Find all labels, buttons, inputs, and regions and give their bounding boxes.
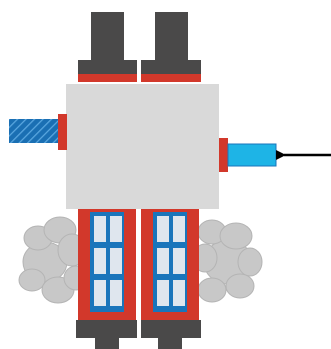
window-pane bbox=[110, 248, 122, 274]
window-pane bbox=[94, 280, 106, 306]
left-exhaust-cloud bbox=[18, 216, 89, 304]
left-port bbox=[9, 114, 67, 150]
right-window-panel bbox=[139, 207, 201, 338]
top-left-column bbox=[78, 12, 138, 82]
window-pane bbox=[94, 216, 106, 242]
column-divider bbox=[137, 55, 141, 85]
window-pane bbox=[110, 216, 122, 242]
right-port-rod bbox=[227, 143, 277, 167]
window-pane bbox=[157, 216, 169, 242]
right-port bbox=[219, 138, 277, 172]
window-pane bbox=[173, 216, 185, 242]
window-pane bbox=[173, 248, 185, 274]
panel-divider bbox=[137, 207, 141, 338]
window-pane bbox=[110, 280, 122, 306]
window-pane bbox=[173, 280, 185, 306]
top-right-column bbox=[141, 12, 201, 82]
window-pane bbox=[157, 280, 169, 306]
left-window-panel bbox=[76, 207, 138, 338]
left-window-grid bbox=[94, 216, 122, 306]
left-port-flange bbox=[58, 114, 67, 150]
left-port-rod bbox=[9, 119, 59, 143]
window-pane bbox=[157, 248, 169, 274]
right-port-flange bbox=[219, 138, 228, 172]
window-pane bbox=[94, 248, 106, 274]
center-housing bbox=[66, 84, 219, 209]
bottom-feet bbox=[95, 337, 182, 349]
right-window-grid bbox=[157, 216, 185, 306]
right-exhaust-cloud bbox=[192, 219, 263, 303]
